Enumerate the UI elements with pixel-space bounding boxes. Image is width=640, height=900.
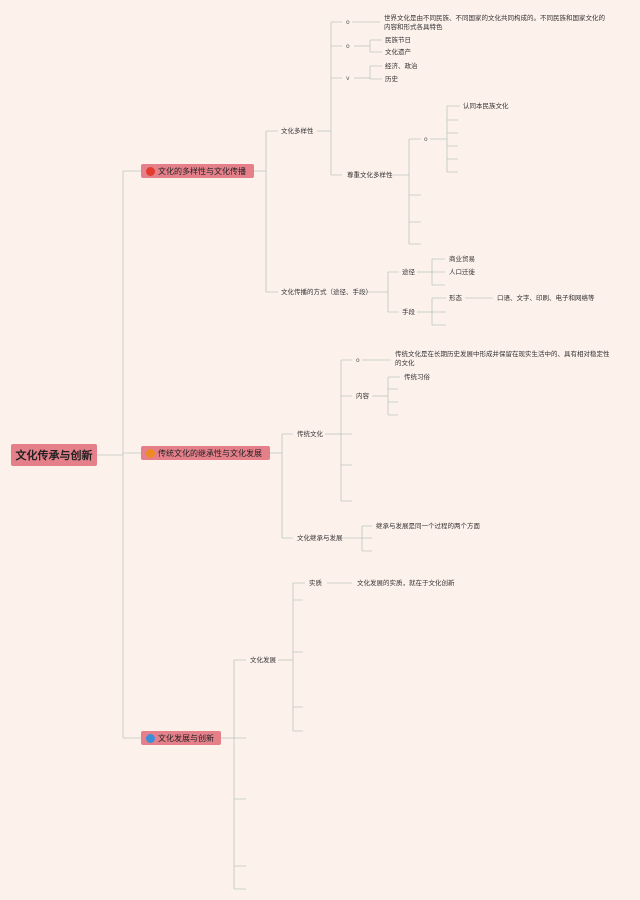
bullet: o	[346, 43, 350, 50]
node-inherit-definition[interactable]: 继承与发展是同一个过程的两个方面	[376, 522, 480, 530]
node-traditional-definition[interactable]: 传统文化是在长期历史发展中形成并保留在现实生活中的、具有相对稳定性的文化	[395, 350, 610, 367]
node-essence-definition[interactable]: 文化发展的实质，就在于文化创新	[357, 579, 455, 587]
branch-tradition-and-development[interactable]: 传统文化的继承性与文化发展	[141, 446, 270, 460]
bullet: o	[356, 357, 360, 364]
node-diversity-definition[interactable]: 世界文化是由不同民族、不同国家的文化共同构成的。不同民族和国家文化的内容和形式各…	[384, 14, 605, 31]
node-content[interactable]: 内容	[356, 392, 369, 400]
branch-diversity-and-spread[interactable]: 文化的多样性与文化传播	[141, 164, 254, 178]
bullet: o	[346, 19, 350, 26]
branch-label: 文化发展与创新	[158, 733, 214, 743]
node-traditional-culture[interactable]: 传统文化	[297, 430, 323, 438]
bullet: v	[346, 75, 350, 82]
node-inherit-develop[interactable]: 文化继承与发展	[297, 534, 343, 542]
orange-circle-icon	[146, 448, 155, 458]
red-circle-icon	[146, 166, 155, 176]
node-form[interactable]: 形态	[449, 294, 462, 302]
node-customs[interactable]: 传统习俗	[404, 373, 430, 381]
node-spread-methods[interactable]: 文化传播的方式（途径、手段）	[281, 288, 372, 296]
node-identify-culture[interactable]: 认同本民族文化	[463, 102, 509, 110]
node-trade[interactable]: 商业贸易	[449, 255, 475, 263]
branch-development-innovation[interactable]: 文化发展与创新	[141, 731, 221, 745]
node-migration[interactable]: 人口迁徙	[449, 268, 475, 276]
branch-label: 传统文化的继承性与文化发展	[158, 448, 262, 458]
blue-circle-icon	[146, 733, 155, 743]
root-node[interactable]: 文化传承与创新	[11, 444, 97, 466]
node-essence[interactable]: 实质	[309, 579, 322, 587]
node-history[interactable]: 历史	[385, 75, 398, 83]
node-diversity[interactable]: 文化多样性	[281, 127, 314, 135]
branch-label: 文化的多样性与文化传播	[158, 166, 246, 176]
node-economy-politics[interactable]: 经济、政治	[385, 62, 418, 70]
bullet: o	[424, 136, 428, 143]
node-culture-development[interactable]: 文化发展	[250, 656, 276, 664]
node-respect-diversity[interactable]: 尊重文化多样性	[347, 171, 393, 179]
node-media[interactable]: 口语、文字、印刷、电子和网络等	[497, 294, 595, 302]
node-festival[interactable]: 民族节日	[385, 36, 411, 44]
node-means[interactable]: 手段	[402, 308, 415, 316]
node-path[interactable]: 途径	[402, 268, 415, 276]
node-heritage[interactable]: 文化遗产	[385, 48, 411, 56]
